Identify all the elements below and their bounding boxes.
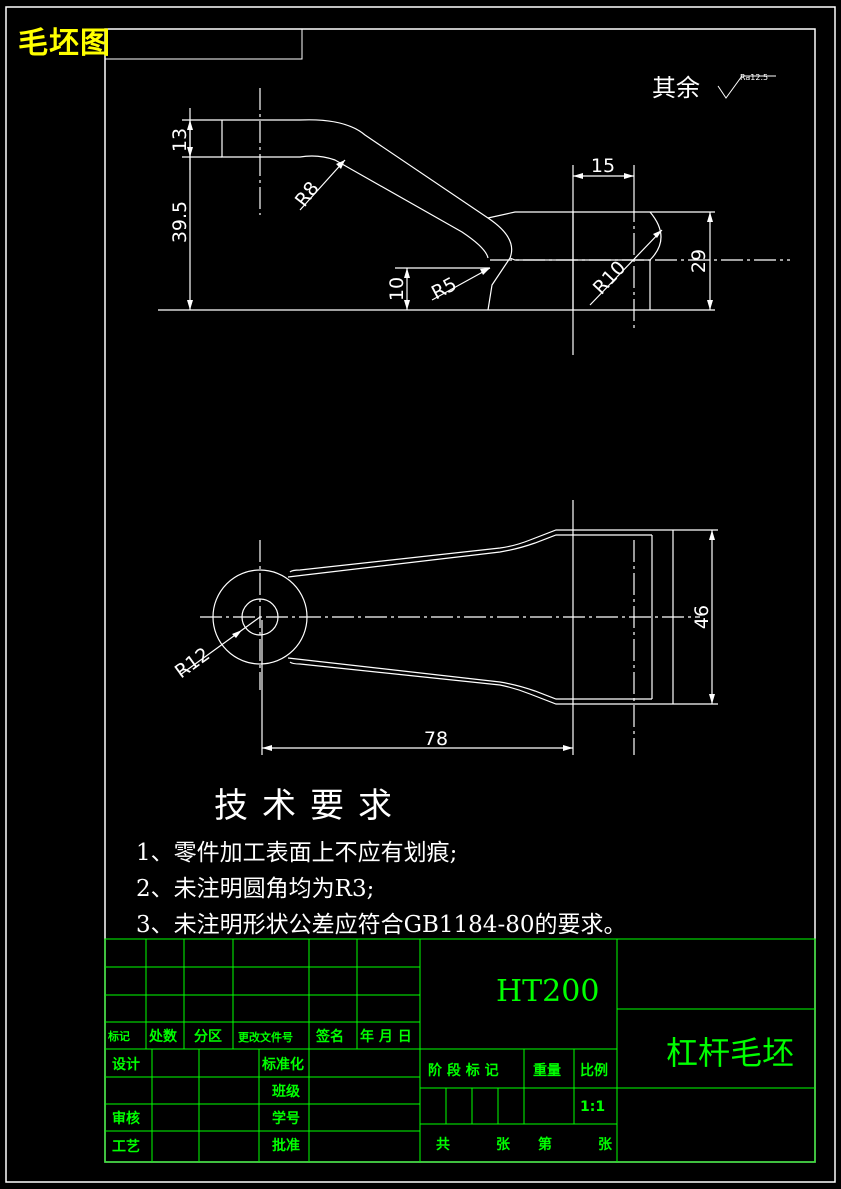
label-stage-mark: 阶 段 标 记: [428, 1063, 499, 1079]
dim-r12: R12: [171, 643, 214, 683]
dim-46: 46: [691, 605, 713, 629]
material-label: HT200: [496, 974, 600, 1009]
label-sheet-total: 共: [436, 1137, 450, 1153]
dim-39-5: 39.5: [169, 201, 191, 243]
rev-header-mark: 标记: [108, 1030, 130, 1043]
label-student-no: 学号: [272, 1111, 300, 1127]
label-process: 工艺: [112, 1139, 140, 1155]
dim-29: 29: [688, 249, 710, 273]
dimension-arrows: [187, 120, 713, 310]
label-sheet-no: 第: [538, 1137, 552, 1153]
roughness-value: Ra12.5: [740, 73, 769, 82]
plan-view: [179, 500, 718, 755]
rev-header-zone: 分区: [194, 1029, 222, 1045]
dim-13: 13: [169, 128, 191, 152]
title-tab-box: [105, 29, 303, 60]
roughness-symbol: [717, 75, 776, 99]
dim-15: 15: [591, 155, 615, 177]
label-sheet-unit-2: 张: [598, 1137, 612, 1153]
dim-r8: R8: [291, 178, 324, 211]
label-review: 审核: [112, 1111, 140, 1127]
side-view: [158, 88, 790, 355]
plan-arrows: [232, 530, 715, 751]
dim-78: 78: [424, 728, 448, 750]
label-approve: 批准: [272, 1138, 300, 1154]
rev-header-count: 处数: [149, 1029, 177, 1045]
label-standardize: 标准化: [262, 1057, 304, 1073]
label-design: 设计: [112, 1057, 140, 1073]
tech-requirements-heading: 技术要求: [214, 786, 406, 826]
rev-header-date: 年 月 日: [360, 1029, 412, 1045]
sheet-title: 毛坯图: [18, 26, 111, 61]
rev-header-sign: 签名: [316, 1029, 344, 1045]
outer-frame: [5, 6, 836, 1183]
tech-note-1: 1、零件加工表面上不应有划痕;: [136, 840, 458, 866]
dim-r10: R10: [589, 257, 631, 299]
label-sheet-unit-1: 张: [496, 1137, 510, 1153]
dim-10: 10: [386, 277, 408, 301]
tech-note-3: 3、未注明形状公差应符合GB1184-80的要求。: [136, 912, 627, 938]
label-class: 班级: [272, 1084, 300, 1100]
scale-value: 1:1: [580, 1099, 606, 1115]
part-name: 杠杆毛坯: [666, 1034, 795, 1072]
label-scale: 比例: [580, 1063, 608, 1079]
tech-note-2: 2、未注明圆角均为R3;: [136, 876, 375, 902]
title-block-grid: [104, 938, 816, 1163]
label-weight: 重量: [533, 1063, 561, 1079]
rev-header-doc: 更改文件号: [238, 1031, 293, 1044]
roughness-label: 其余: [652, 74, 700, 102]
